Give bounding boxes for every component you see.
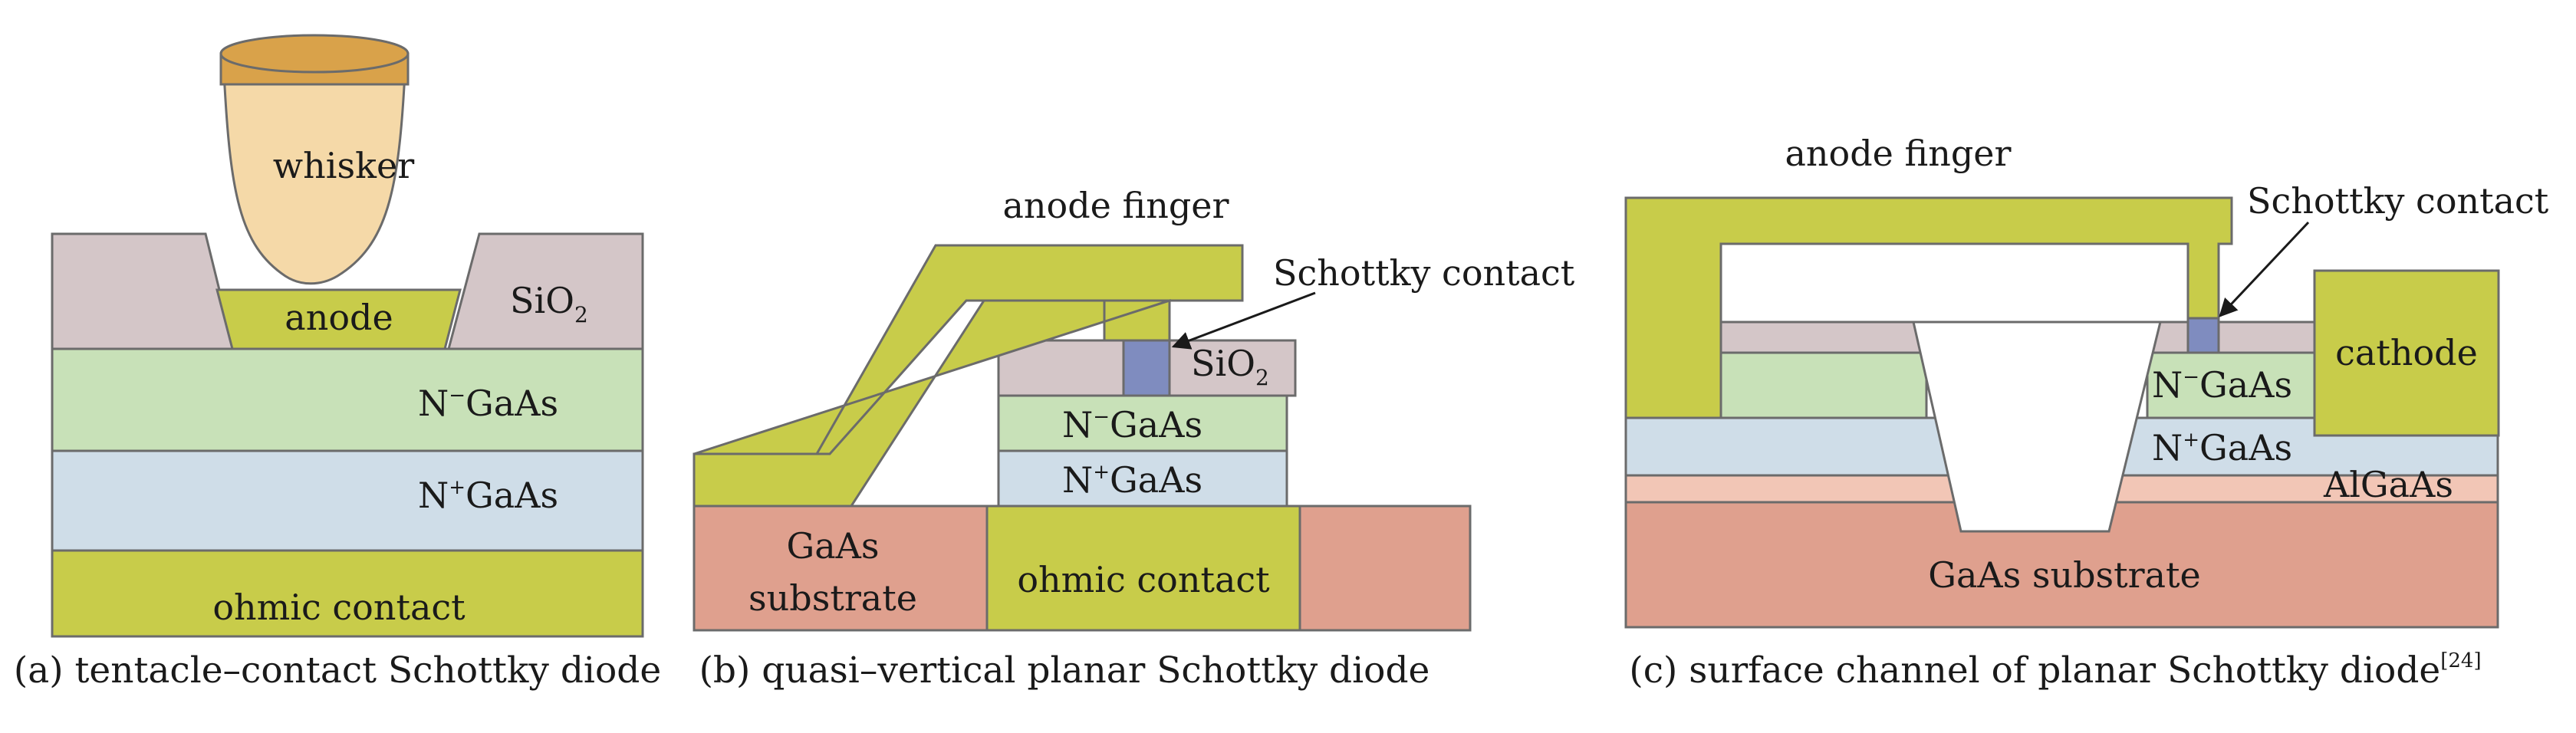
surface-channel-trench xyxy=(1912,320,2162,533)
cathode-pad xyxy=(2313,269,2500,437)
schottky-contact-label: Schottky contact xyxy=(1273,252,1575,294)
n-minus-gaas-label: N−GaAs xyxy=(1062,404,1202,445)
panel-c-surface-channel: anode finger Schottky contact cathode N−… xyxy=(1624,133,2549,692)
sio2-left-block xyxy=(51,232,235,350)
sio2-label: SiO2 xyxy=(510,280,588,327)
ohmic-contact-block xyxy=(985,505,1301,632)
whisker-label: whisker xyxy=(273,145,414,186)
anode-label: anode xyxy=(285,297,393,338)
n-plus-gaas-layer xyxy=(51,449,644,552)
anode-finger xyxy=(1624,196,2233,419)
whisker-body xyxy=(222,71,406,285)
ohmic-contact-label: ohmic contact xyxy=(1017,559,1270,600)
gaas-substrate-label: GaAs substrate xyxy=(1928,554,2201,596)
ohmic-contact-layer xyxy=(51,549,644,638)
n-plus-gaas-label: N+GaAs xyxy=(1062,459,1202,501)
algaas-label: AlGaAs xyxy=(2323,464,2453,505)
n-minus-gaas-left xyxy=(1719,351,1928,419)
schottky-contact-arrow xyxy=(1171,291,1316,350)
anode-pad xyxy=(215,288,462,350)
n-plus-gaas-label: N+GaAs xyxy=(418,475,558,516)
n-minus-gaas-label: N−GaAs xyxy=(418,383,558,424)
anode-finger-label: anode finger xyxy=(1785,133,2011,174)
caption-a: (a) tentacle–contact Schottky diode xyxy=(14,649,661,692)
anode-finger-label: anode finger xyxy=(1002,185,1229,226)
schottky-contact-arrow xyxy=(2219,221,2310,317)
n-plus-gaas-label: N+GaAs xyxy=(2152,427,2292,468)
caption-b: (b) quasi–vertical planar Schottky diode xyxy=(699,649,1430,692)
oxide-right xyxy=(2146,320,2316,354)
caption-c: (c) surface channel of planar Schottky d… xyxy=(1629,649,2481,692)
schottky-contact xyxy=(1122,339,1171,397)
panel-a-tentacle-contact: whisker anode SiO2 N−GaAs N+GaAs ohmic c… xyxy=(14,34,661,692)
schottky-contact xyxy=(2186,317,2220,354)
schottky-contact-label: Schottky contact xyxy=(2247,180,2549,222)
anode-finger xyxy=(693,244,1244,508)
sio2-label: SiO2 xyxy=(1191,343,1269,390)
sio2-right-block xyxy=(447,232,644,350)
cathode-label: cathode xyxy=(2335,332,2478,373)
n-minus-gaas-label: N−GaAs xyxy=(2152,364,2292,406)
n-minus-gaas-right xyxy=(2146,351,2316,419)
oxide-left xyxy=(1719,320,1928,354)
whisker-cap-top xyxy=(219,34,410,74)
ohmic-contact-label: ohmic contact xyxy=(212,587,466,628)
panel-b-quasi-vertical: anode finger Schottky contact SiO2 N−GaA… xyxy=(693,185,1575,692)
n-plus-gaas-layer xyxy=(997,449,1288,508)
